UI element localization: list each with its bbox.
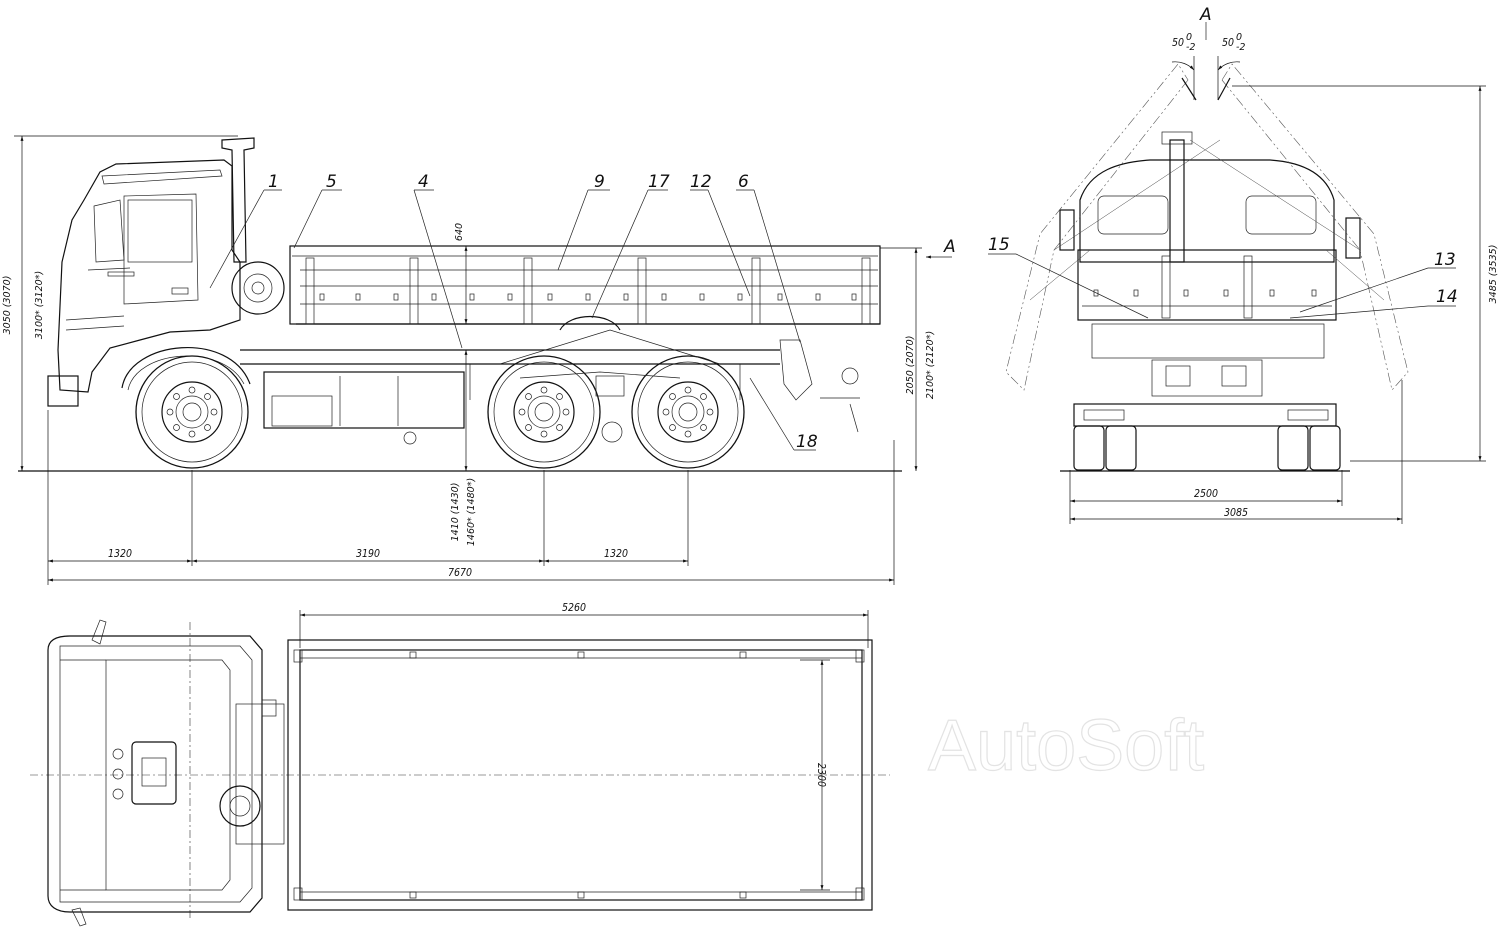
rear-leaders (988, 253, 1456, 319)
top-view (30, 610, 890, 927)
dim-overall-width: 3085 (1224, 507, 1248, 519)
side-leaders (209, 189, 816, 451)
part-label-14: 14 (1436, 287, 1458, 307)
dim-angle-left: 50 (1172, 37, 1184, 49)
dim-angle-right-tol-upper: 0 (1236, 32, 1242, 43)
dim-loading-height-b: 1460* (1480*) (466, 478, 477, 546)
dim-wheelbase-rear: 1320 (604, 548, 628, 560)
dim-angle-right: 50 (1222, 37, 1234, 49)
part-label-17: 17 (648, 172, 670, 192)
side-horizontal-dims (47, 410, 895, 585)
part-label-9: 9 (594, 172, 605, 192)
part-label-4: 4 (418, 172, 429, 192)
part-label-12: 12 (690, 172, 712, 192)
dim-body-length: 5260 (562, 602, 586, 614)
rear-dims (1069, 22, 1486, 524)
dim-platform-height-a: 2050 (2070) (905, 336, 916, 395)
dim-side-height: 640 (454, 223, 465, 241)
body-stanchions (305, 257, 871, 325)
dim-wheelbase-front: 3190 (356, 548, 380, 560)
dim-angle-right-tol-lower: -2 (1236, 42, 1245, 53)
dim-body-width: 2300 (815, 763, 827, 787)
view-marker-rear: A (1199, 5, 1212, 25)
dim-height-b: 3100* (3120*) (34, 271, 45, 339)
part-label-1: 1 (268, 172, 279, 192)
dim-overall-length: 7670 (448, 567, 472, 579)
dim-height-open: 3485 (3535) (1488, 245, 1499, 304)
dim-angle-left-tol-upper: 0 (1186, 32, 1192, 43)
part-label-15: 15 (988, 235, 1010, 255)
part-label-18: 18 (796, 432, 818, 452)
dim-front-overhang: 1320 (108, 548, 132, 560)
top-dims (299, 610, 869, 891)
rear-view (988, 22, 1486, 524)
dim-height-a: 3050 (3070) (2, 276, 13, 335)
dimension-texts: 1320 3190 1320 7670 3050 (3070) 3100* (3… (2, 32, 1499, 787)
part-label-6: 6 (738, 172, 749, 192)
dim-angle-left-tol-lower: -2 (1186, 42, 1195, 53)
side-view (14, 135, 952, 585)
part-labels: 1 5 4 9 17 12 6 18 15 13 14 A A (268, 5, 1458, 452)
body-latches (319, 293, 857, 301)
part-label-13: 13 (1434, 250, 1456, 270)
dim-track: 2500 (1194, 488, 1218, 500)
watermark: AutoSoft (928, 706, 1204, 786)
view-marker-side: A (943, 237, 956, 257)
side-vertical-dims (14, 135, 922, 471)
dim-loading-height-a: 1410 (1430) (450, 483, 461, 542)
part-label-5: 5 (326, 172, 337, 192)
dim-platform-height-b: 2100* (2120*) (925, 331, 936, 399)
